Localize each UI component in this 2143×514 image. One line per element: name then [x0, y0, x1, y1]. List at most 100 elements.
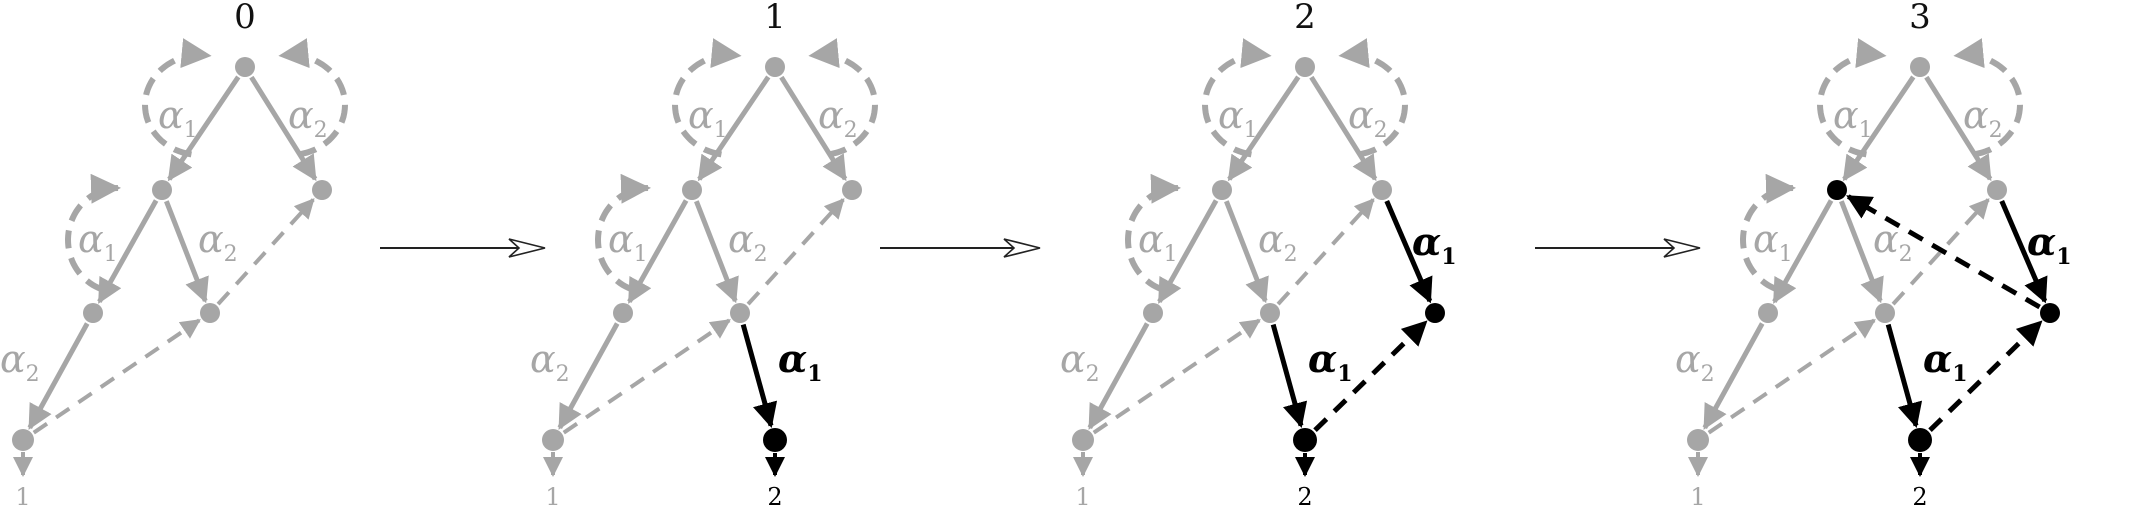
transition-head [508, 238, 546, 258]
label-a1-active-right: α1 [1412, 219, 1457, 270]
edge-a-b [1842, 75, 1916, 182]
node-p [1293, 428, 1317, 452]
label-a1-active-right-alpha: α [2027, 219, 2056, 264]
label-a2-low-subscript: 2 [556, 362, 570, 387]
label-a2-top-subscript: 2 [1374, 118, 1388, 143]
edge-e-p-active [740, 323, 778, 428]
edge-b-d [97, 199, 159, 304]
loop-b-left [594, 173, 651, 293]
label-a2-mid: α2 [728, 217, 768, 267]
edge-a-b [1227, 75, 1301, 182]
label-a2-top-subscript: 2 [844, 118, 858, 143]
label-a2-low-alpha: α [1675, 337, 1701, 381]
edge-b-d [1772, 199, 1834, 304]
panel-title: 2 [1294, 0, 1316, 37]
label-a2-mid-subscript: 2 [1899, 242, 1913, 267]
output-label-mid: 2 [1297, 483, 1312, 511]
transition-arrow [380, 238, 546, 258]
label-a1-mid-subscript: 1 [634, 242, 648, 267]
edge-a-c [1924, 75, 1993, 182]
label-a1-mid-alpha: α [608, 217, 634, 261]
loop-a-right [808, 38, 879, 158]
node-a [765, 57, 785, 77]
label-a1-top-subscript: 1 [184, 118, 198, 143]
loop-a-right [1338, 38, 1409, 158]
label-a2-mid-subscript: 2 [1284, 242, 1298, 267]
label-a2-low: α2 [1060, 337, 1100, 387]
node-a [1910, 57, 1930, 77]
label-a1-active-right: α1 [2027, 219, 2072, 270]
panel-title: 1 [764, 0, 786, 37]
node-d [1758, 303, 1778, 323]
edge-d-f [557, 322, 620, 430]
loop-a-right [278, 38, 349, 158]
label-a2-low: α2 [0, 337, 40, 387]
node-f [1072, 429, 1094, 451]
label-a1-mid: α1 [78, 217, 118, 267]
node-e [200, 303, 220, 323]
node-b [682, 180, 702, 200]
edge-e-p-active [1270, 323, 1308, 428]
label-a1-top-alpha: α [158, 93, 184, 137]
node-e [1260, 303, 1280, 323]
node-f [1687, 429, 1709, 451]
label-a1-active-low-alpha: α [1923, 336, 1952, 381]
node-b [152, 180, 172, 200]
label-a1-top: α1 [158, 93, 198, 143]
edge-b-d [1157, 199, 1219, 304]
edge-e-c [1891, 198, 1990, 306]
label-a2-low-alpha: α [0, 337, 26, 381]
edge-d-f [1702, 322, 1765, 430]
edge-a-b [167, 75, 241, 182]
edge-e-p-active [1885, 323, 1923, 428]
label-a1-top: α1 [1833, 93, 1873, 143]
label-a1-active-right-subscript: 1 [2056, 244, 2071, 270]
edge-a-c [249, 75, 318, 182]
label-a1-active-low: α1 [1923, 336, 1968, 387]
label-a1-top-alpha: α [1218, 93, 1244, 137]
node-c [842, 180, 862, 200]
label-a1-mid: α1 [1753, 217, 1793, 267]
label-a2-mid-alpha: α [198, 217, 224, 261]
label-a1-active-right-alpha: α [1412, 219, 1441, 264]
label-a1-active-low-alpha: α [778, 336, 807, 381]
node-d [613, 303, 633, 323]
label-a1-mid-subscript: 1 [1779, 242, 1793, 267]
node-c [312, 180, 332, 200]
edge-b-e [694, 200, 739, 304]
node-p [1908, 428, 1932, 452]
loop-b-left [1124, 173, 1181, 293]
label-a2-low-alpha: α [1060, 337, 1086, 381]
label-a2-mid-subscript: 2 [754, 242, 768, 267]
loop-b-left [64, 173, 121, 293]
edge-e-c [746, 198, 845, 306]
node-p [763, 428, 787, 452]
label-a2-top-subscript: 2 [314, 118, 328, 143]
label-a1-top: α1 [1218, 93, 1258, 143]
edge-a-c [1309, 75, 1378, 182]
loop-a-left [1816, 38, 1887, 158]
label-a1-top-subscript: 1 [1244, 118, 1258, 143]
edge-f-e [562, 318, 731, 435]
node-c [1987, 180, 2007, 200]
label-a2-low: α2 [530, 337, 570, 387]
loop-a-left [671, 38, 742, 158]
output-label-left: 1 [1075, 483, 1090, 511]
loop-a-left [141, 38, 212, 158]
edge-f-e [1707, 318, 1876, 435]
label-a2-low-alpha: α [530, 337, 556, 381]
edge-a-c [779, 75, 848, 182]
label-a1-top-subscript: 1 [714, 118, 728, 143]
node-e [730, 303, 750, 323]
label-a2-low-subscript: 2 [1701, 362, 1715, 387]
node-q [1425, 303, 1445, 323]
label-a1-mid-subscript: 1 [104, 242, 118, 267]
label-a1-top: α1 [688, 93, 728, 143]
label-a2-top-alpha: α [288, 93, 314, 137]
label-a1-active-low: α1 [1308, 336, 1353, 387]
edge-b-e [164, 200, 209, 304]
label-a1-mid-subscript: 1 [1164, 242, 1178, 267]
label-a2-low-subscript: 2 [26, 362, 40, 387]
